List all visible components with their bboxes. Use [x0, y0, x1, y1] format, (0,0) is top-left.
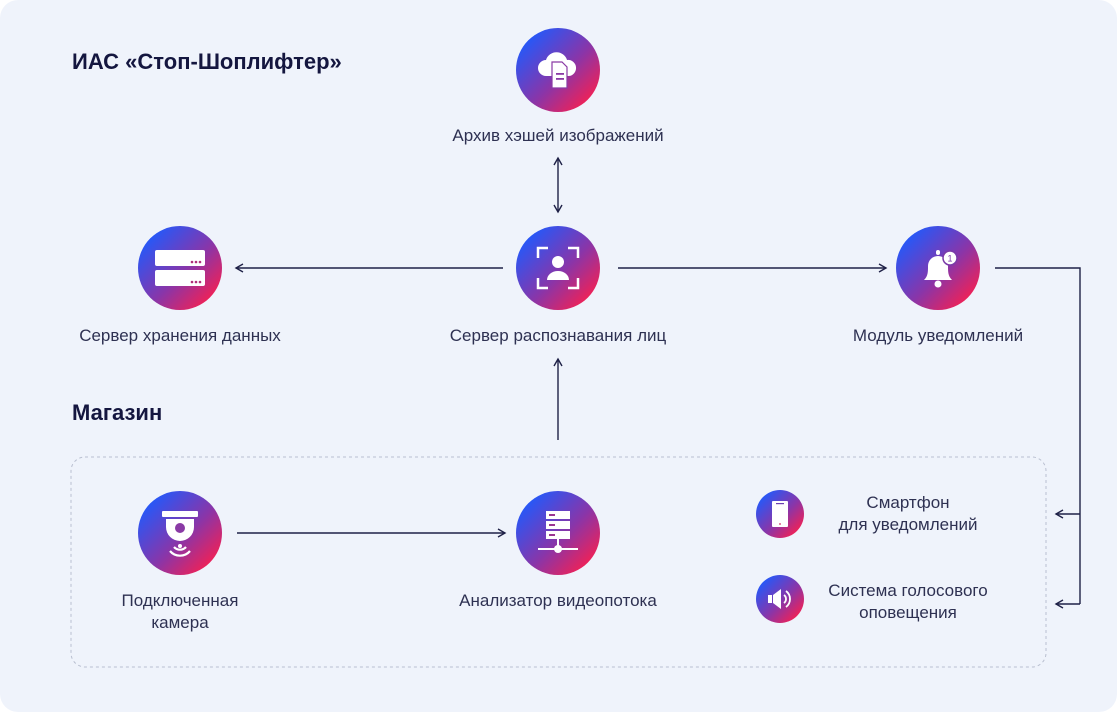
face-scan-icon — [536, 246, 580, 290]
analyzer-node — [516, 491, 600, 575]
camera-node — [138, 491, 222, 575]
server-icon — [155, 250, 205, 286]
line-notify-out — [995, 267, 1081, 604]
cloud-document-icon — [538, 52, 577, 89]
store-boundary — [70, 456, 1047, 668]
face-label: Сервер распознавания лиц — [449, 326, 667, 345]
bell-icon: 1 — [924, 250, 958, 288]
speaker-icon — [768, 589, 791, 609]
camera-label-line1: Подключенная — [121, 591, 239, 610]
smartphone-icon — [772, 501, 788, 527]
network-server-icon — [538, 511, 578, 553]
phone-label-line2: для уведомлений — [838, 515, 978, 534]
phone-node — [756, 490, 804, 538]
voice-label: Система голосового оповещения — [828, 580, 987, 624]
storage-label: Сервер хранения данных — [79, 326, 281, 345]
face-node — [516, 226, 600, 310]
camera-icon — [162, 511, 198, 557]
archive-label: Архив хэшей изображений — [452, 126, 664, 145]
voice-label-line2: оповещения — [859, 603, 957, 622]
phone-label: Смартфон для уведомлений — [838, 492, 977, 536]
voice-node — [756, 575, 804, 623]
notify-label: Модуль уведомлений — [852, 326, 1024, 345]
storage-node — [138, 226, 222, 310]
notify-badge: 1 — [947, 254, 952, 264]
camera-label: Подключенная камера — [122, 590, 239, 634]
store-title: Магазин — [72, 400, 163, 425]
system-title: ИАС «Стоп-Шоплифтер» — [72, 49, 342, 74]
notify-node: 1 — [896, 226, 980, 310]
analyzer-label: Анализатор видеопотока — [459, 591, 657, 610]
archive-node — [516, 28, 600, 112]
camera-label-line2: камера — [151, 613, 209, 632]
voice-label-line1: Система голосового — [828, 581, 988, 600]
phone-label-line1: Смартфон — [866, 493, 950, 512]
